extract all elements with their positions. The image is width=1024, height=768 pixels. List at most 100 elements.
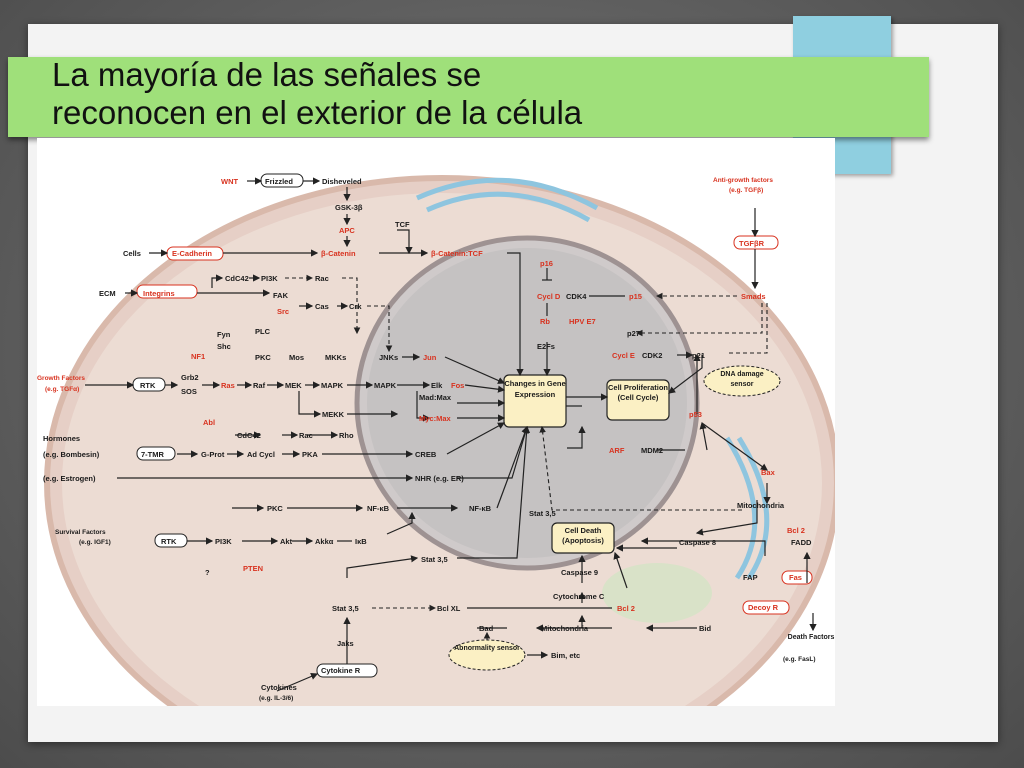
death-factors-label: Death Factors [787, 634, 835, 641]
bcatenin-tcf-label: β-Catenin:TCF [431, 249, 483, 258]
nfkb2-label: NF-κB [469, 504, 492, 513]
fyn-label: Fyn [217, 330, 231, 339]
cdk4-label: CDK4 [566, 292, 587, 301]
raf-label: Raf [253, 381, 266, 390]
decoy-pill [742, 600, 790, 615]
shc-label: Shc [217, 342, 231, 351]
dna-damage-label: DNA damage sensor [720, 371, 764, 388]
cdc42-mid-label: CdC42 [237, 431, 261, 440]
estrogen-label: (e.g. Estrogen) [43, 474, 96, 483]
bcl2-low-label: Bcl 2 [617, 604, 635, 613]
p53-label: p53 [689, 410, 702, 419]
bax-label: Bax [761, 468, 776, 477]
pathway-labels: WNT Frizzled Disheveled GSK-3β APC Cells… [37, 177, 835, 702]
organelle-green [602, 563, 712, 623]
fadd-label: FADD [791, 538, 812, 547]
fasl-label: (e.g. FasL) [783, 656, 816, 663]
anti-growth-label: Anti-growth factors [713, 177, 773, 184]
anti-growth-eg-label: (e.g. TGFβ) [729, 187, 763, 194]
title-line-2: reconocen en el exterior de la célula [52, 94, 583, 131]
cytokine-r-label: Cytokine R [321, 666, 361, 675]
wnt-label: WNT [221, 177, 238, 186]
pathway-edges [85, 177, 817, 692]
akt-label: Akt [280, 537, 293, 546]
pathway-diagram: WNT Frizzled Disheveled GSK-3β APC Cells… [37, 173, 835, 706]
grb2-label: Grb2 [181, 373, 199, 382]
death-factors-label-wrap: Death Factors [787, 634, 835, 641]
nhr-label: NHR (e.g. ER) [415, 474, 464, 483]
bid-label: Bid [699, 624, 712, 633]
tmr-pill [136, 446, 176, 461]
rb-label: Rb [540, 317, 550, 326]
pka-label: PKA [302, 450, 318, 459]
hormones-label: Hormones [43, 434, 80, 443]
stat35-top-label: Stat 3,5 [529, 509, 556, 518]
title-band [8, 57, 929, 137]
cytochrome-label: Cytochrome C [553, 592, 605, 601]
changes-label-wrap: Changes in Gene Expression [504, 379, 565, 399]
disheveled-label: Disheveled [322, 177, 362, 186]
abnormality-label: Abnormality sensor [454, 645, 520, 652]
mdm2-label: MDM2 [641, 446, 663, 455]
pkc-top-label: PKC [255, 353, 271, 362]
rtk2-label: RTK [161, 537, 177, 546]
caspase9-label: Caspase 9 [561, 568, 598, 577]
growth-eg-label: (e.g. TGFα) [45, 386, 79, 393]
bad-label: Bad [479, 624, 494, 633]
sos-label: SOS [181, 387, 197, 396]
igf1-label: (e.g. IGF1) [79, 539, 111, 546]
jaks-label: Jaks [337, 639, 354, 648]
cell-death-box [551, 522, 615, 554]
crk-label: Crk [349, 302, 362, 311]
p15-label: p15 [629, 292, 642, 301]
er-membrane-right [724, 436, 770, 580]
abl-label: Abl [203, 418, 215, 427]
cytokines-label: Cytokines [261, 683, 297, 692]
decoy-label: Decoy R [748, 603, 779, 612]
arf-label: ARF [609, 446, 625, 455]
bclxl-label: Bcl XL [437, 604, 461, 613]
e2fs-label: E2Fs [537, 342, 555, 351]
slide-title: La mayoría de las señales se reconocen e… [52, 56, 912, 132]
fak-label: FAK [273, 291, 289, 300]
mitochondria-r-label: Mitochondria [737, 501, 785, 510]
mitochondria-low-label: Mitochondria [541, 624, 589, 633]
dna-damage-label-wrap: DNA damage sensor [720, 371, 764, 388]
cdk2-label: CDK2 [642, 351, 662, 360]
integrins-label: Integrins [143, 289, 175, 298]
smads-label: Smads [741, 292, 766, 301]
rho-label: Rho [339, 431, 354, 440]
cell-death-label: Cell Death (Apoptosis) [562, 526, 604, 545]
gprot-label: G-Prot [201, 450, 225, 459]
mek-label: MEK [285, 381, 302, 390]
myc-max-label: Myc:Max [419, 414, 452, 423]
tgfbr-label: TGFβR [739, 239, 765, 248]
abnormality-label-wrap: Abnormality sensor [454, 645, 520, 652]
signaling-pathway-figure: WNT Frizzled Disheveled GSK-3β APC Cells… [37, 138, 835, 706]
cell-prolif-label: Cell Proliferation (Cell Cycle) [607, 383, 668, 402]
cycle-label: Cycl E [612, 351, 635, 360]
stat35-low-label: Stat 3,5 [332, 604, 359, 613]
pkc-low-label: PKC [267, 504, 283, 513]
cdc42-top-label: CdC42 [225, 274, 249, 283]
fos-label: Fos [451, 381, 464, 390]
p16-label: p16 [540, 259, 553, 268]
er-membrane-top [415, 177, 599, 223]
question-label: ? [205, 568, 210, 577]
fas-label: Fas [789, 573, 802, 582]
cells-label: Cells [123, 249, 141, 258]
cell-prolif-label-wrap: Cell Proliferation (Cell Cycle) [607, 383, 668, 402]
cell-death-label-wrap: Cell Death (Apoptosis) [562, 526, 604, 545]
ras-label: Ras [221, 381, 235, 390]
pi3k-low-label: PI3K [215, 537, 232, 546]
dna-damage-ellipse [703, 365, 781, 397]
p21-label: p21 [692, 351, 705, 360]
plc-label: PLC [255, 327, 271, 336]
mad-max-label: Mad:Max [419, 393, 452, 402]
pten-label: PTEN [243, 564, 263, 573]
nf1-label: NF1 [191, 352, 205, 361]
nfkb1-label: NF-κB [367, 504, 390, 513]
apc-label: APC [339, 226, 355, 235]
stat35-mid-label: Stat 3,5 [421, 555, 448, 564]
src-label: Src [277, 307, 289, 316]
